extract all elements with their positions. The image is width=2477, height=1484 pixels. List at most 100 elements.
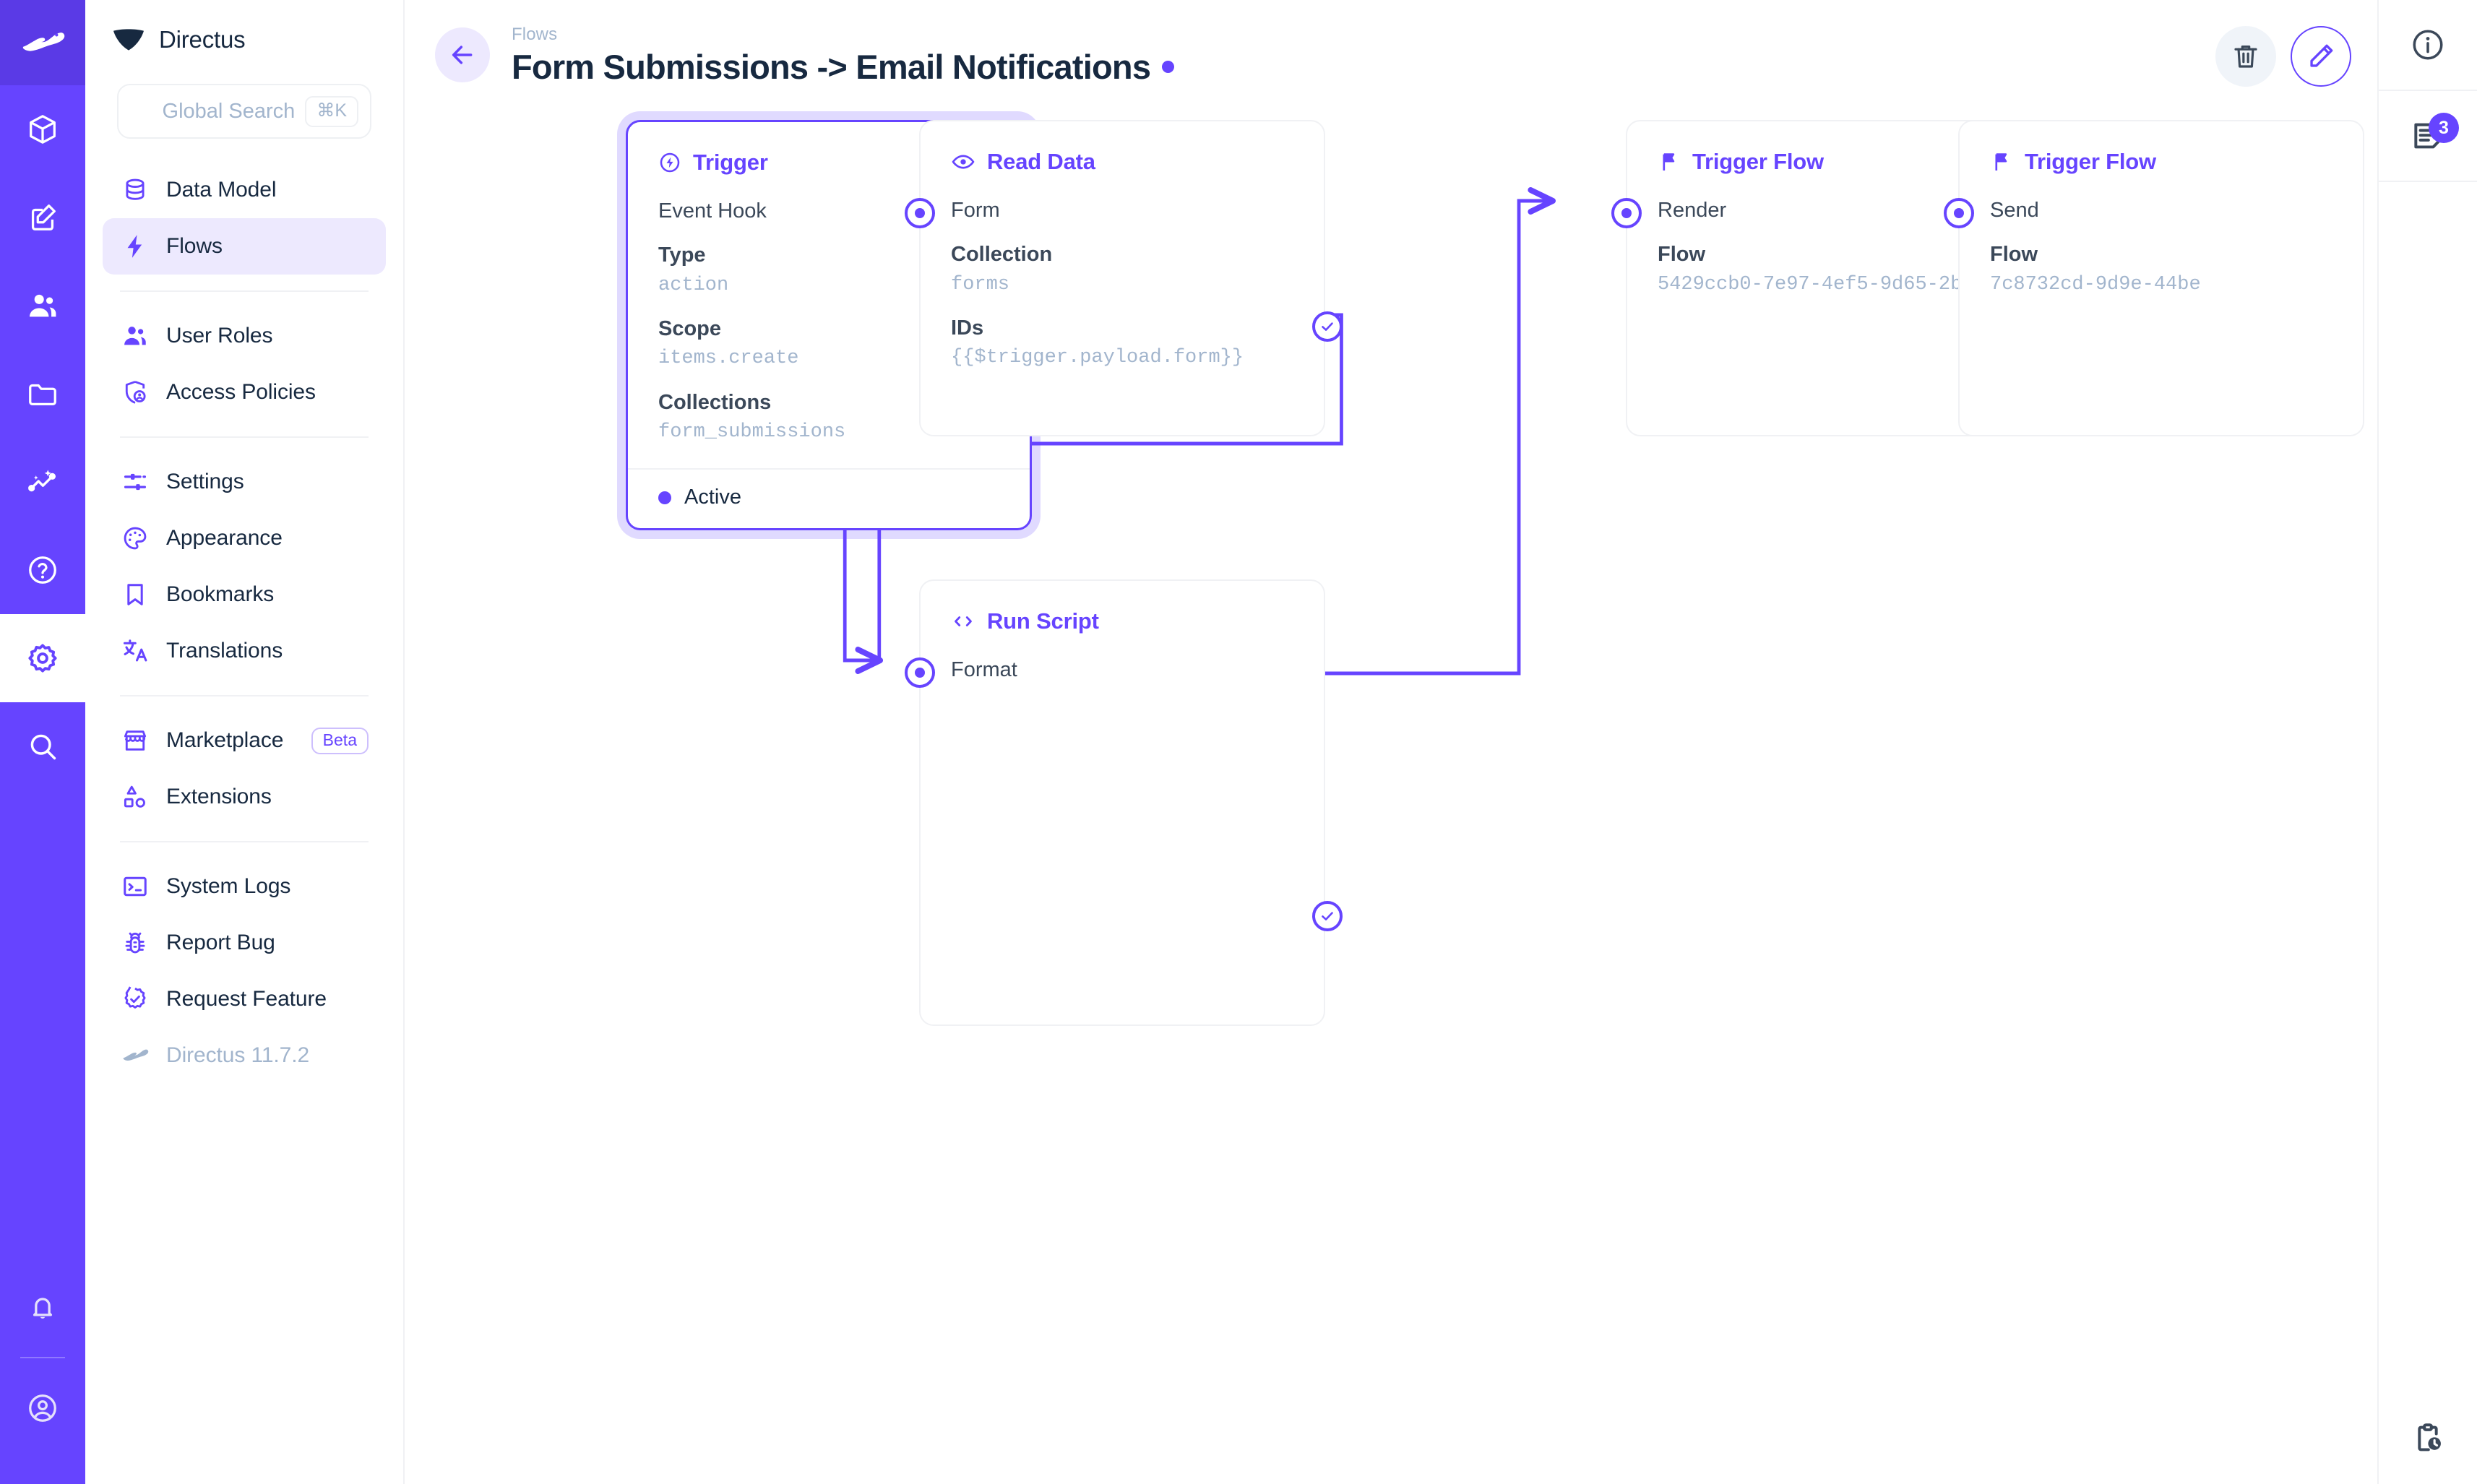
nav-separator <box>120 841 369 842</box>
flow-node-trigger-flow-send[interactable]: Trigger Flow Send Flow 7c8732cd-9d9e-44b… <box>1944 120 2364 436</box>
help-circle-icon <box>26 553 59 587</box>
page-title-row: Form Submissions -> Email Notifications <box>512 47 1175 87</box>
flag-icon <box>1990 150 2013 173</box>
field-value: form_submissions <box>658 421 846 444</box>
rail-item-box[interactable] <box>0 85 85 173</box>
bolt-icon <box>120 231 150 262</box>
brand-block: Directus <box>85 0 403 79</box>
node-title: Run Script <box>987 608 1099 634</box>
sidebar-item-label: Report Bug <box>166 931 275 954</box>
directus-mark-icon <box>113 29 145 51</box>
handle-core <box>915 668 925 678</box>
insights-icon <box>26 465 59 499</box>
node-title-row: Trigger Flow <box>1990 149 2332 175</box>
node-resolve-handle[interactable] <box>1312 311 1343 342</box>
sidebar-version: Directus 11.7.2 <box>103 1027 386 1084</box>
rail-item-users[interactable] <box>0 262 85 350</box>
shield-person-icon <box>120 377 150 407</box>
field-key: Scope <box>658 316 722 340</box>
rail-item-settings[interactable] <box>0 614 85 702</box>
nav-separator <box>120 695 369 696</box>
sidebar-item-system-logs[interactable]: System Logs <box>103 858 386 915</box>
node-input-handle[interactable] <box>905 198 935 228</box>
sidebar-item-bookmarks[interactable]: Bookmarks <box>103 566 386 623</box>
node-subtitle: Render <box>1658 199 1727 222</box>
clipboard-clock-icon <box>2410 1420 2446 1457</box>
rail-item-insights[interactable] <box>0 438 85 526</box>
sidebar-item-label: User Roles <box>166 324 273 348</box>
search-input[interactable]: Global Search ⌘K <box>117 84 371 139</box>
edit-flow-button[interactable] <box>2291 26 2351 87</box>
storefront-icon <box>120 725 150 756</box>
sidebar-item-settings[interactable]: Settings <box>103 454 386 510</box>
back-button[interactable] <box>435 27 490 82</box>
node-subtitle: Event Hook <box>658 199 767 223</box>
sidebar-item-extensions[interactable]: Extensions <box>103 769 386 825</box>
sidebar-item-request-feature[interactable]: Request Feature <box>103 971 386 1027</box>
sidebar-item-label: System Logs <box>166 874 291 898</box>
rail-item-help[interactable] <box>0 526 85 614</box>
sidebar-item-label: Bookmarks <box>166 582 275 606</box>
sidebar-item-label: Settings <box>166 470 244 493</box>
delete-flow-button[interactable] <box>2215 26 2276 87</box>
sidebar-item-flows[interactable]: Flows <box>103 218 386 275</box>
palette-icon <box>120 523 150 553</box>
field-value: 7c8732cd-9d9e-44be <box>1990 273 2201 295</box>
sidebar-item-label: Translations <box>166 639 283 663</box>
activity-history-button[interactable] <box>2378 1393 2477 1484</box>
sidebar-item-label: Request Feature <box>166 987 327 1011</box>
node-body: Read Data Form Collection forms IDs {{$t… <box>921 121 1324 373</box>
search-wrap: Global Search ⌘K <box>85 79 403 139</box>
gear-icon <box>26 642 59 675</box>
directus-logo-button[interactable] <box>0 0 85 85</box>
flow-node-run-script[interactable]: Run Script Format <box>905 579 1343 1026</box>
sidebar-item-translations[interactable]: Translations <box>103 623 386 679</box>
rail-item-account[interactable] <box>0 1364 85 1452</box>
status-dot <box>658 491 671 504</box>
sidebar-item-marketplace[interactable]: Marketplace Beta <box>103 712 386 769</box>
flow-node-read-data[interactable]: Read Data Form Collection forms IDs {{$t… <box>905 120 1343 436</box>
flow-logs-badge: 3 <box>2429 113 2459 143</box>
field-key: Type <box>658 243 706 267</box>
sidebar-item-user-roles[interactable]: User Roles <box>103 308 386 364</box>
beta-badge: Beta <box>311 727 369 754</box>
sidebar-item-access-policies[interactable]: Access Policies <box>103 364 386 420</box>
flow-logs-button[interactable]: 3 <box>2378 91 2477 182</box>
rail-item-content[interactable] <box>0 173 85 262</box>
node-input-handle[interactable] <box>905 657 935 688</box>
node-title: Trigger <box>693 150 768 175</box>
users-icon <box>26 289 59 322</box>
pencil-icon <box>2306 41 2336 72</box>
rail-item-files[interactable] <box>0 350 85 438</box>
flag-icon <box>1658 150 1681 173</box>
node-body: Trigger Event Hook Type action Scope ite… <box>628 122 1030 447</box>
folder-icon <box>26 377 59 410</box>
field-value: action <box>658 274 729 296</box>
edit-square-icon <box>26 201 59 234</box>
node-title-row: Trigger <box>658 150 999 176</box>
info-circle-icon <box>2410 27 2446 63</box>
rail-item-notifications[interactable] <box>0 1263 85 1351</box>
sidebar-item-label: Marketplace <box>166 728 284 752</box>
node-title: Trigger Flow <box>2025 149 2156 174</box>
breadcrumb[interactable]: Flows <box>512 24 558 44</box>
node-resolve-handle[interactable] <box>1312 901 1343 931</box>
box-icon <box>26 113 59 146</box>
node-input-handle[interactable] <box>1611 198 1642 228</box>
sidebar-item-appearance[interactable]: Appearance <box>103 510 386 566</box>
node-status: Active <box>628 468 1030 528</box>
directus-rabbit-icon <box>20 25 65 60</box>
bell-icon <box>27 1291 59 1323</box>
node-input-handle[interactable] <box>1944 198 1974 228</box>
bookmark-icon <box>120 579 150 610</box>
rail-item-search[interactable] <box>0 702 85 790</box>
search-icon <box>26 730 59 763</box>
flow-canvas[interactable]: Trigger Event Hook Type action Scope ite… <box>405 110 2377 1484</box>
handle-core <box>915 208 925 218</box>
node-subtitle: Form <box>951 199 1000 222</box>
sidebar-item-report-bug[interactable]: Report Bug <box>103 915 386 971</box>
sidebar-item-data-model[interactable]: Data Model <box>103 162 386 218</box>
rail-divider <box>20 1357 65 1358</box>
field-key: Flow <box>1990 243 2038 267</box>
flow-info-button[interactable] <box>2378 0 2477 91</box>
